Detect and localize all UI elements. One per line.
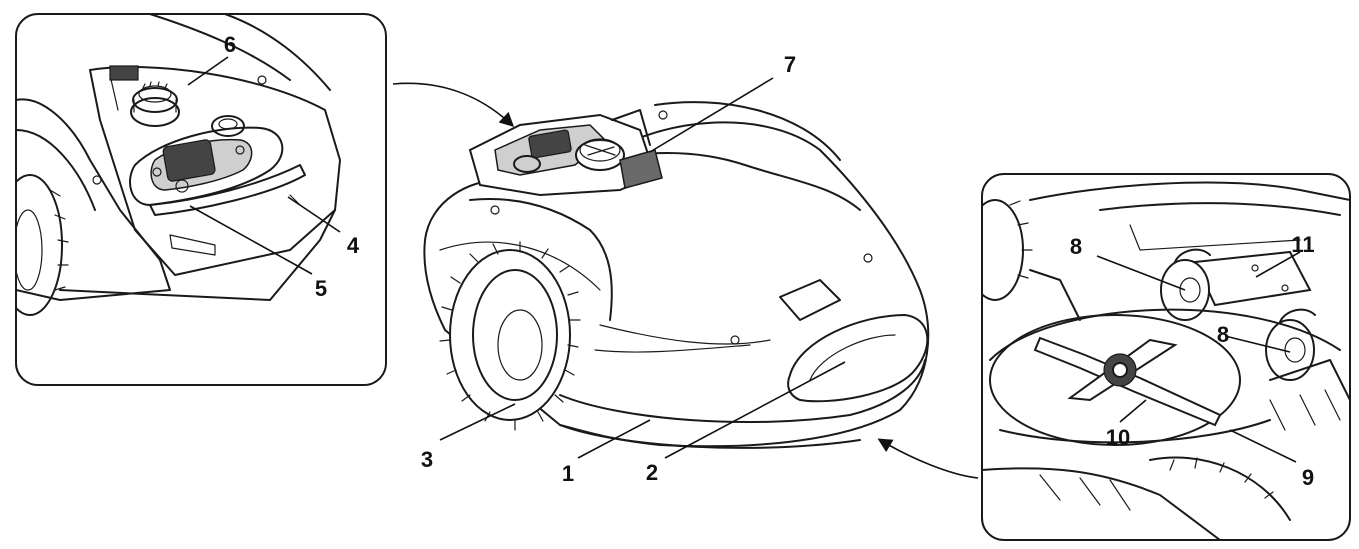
- rear-caster-wheel: [1265, 308, 1316, 381]
- callout-label-8-top: 8: [1070, 234, 1082, 259]
- callout-label-10: 10: [1106, 425, 1130, 450]
- callout-label-2: 2: [646, 460, 658, 485]
- control-panel-inset: 6 4 5: [15, 13, 387, 386]
- robotic-mower: 7 2 1 3: [421, 52, 930, 486]
- callout-label-3: 3: [421, 447, 433, 472]
- cutting-disc: [989, 308, 1341, 446]
- height-adjust-knob: [130, 81, 180, 127]
- callout-label-7: 7: [784, 52, 796, 77]
- underside-inset: 8 8 11 10 9: [981, 173, 1351, 541]
- arrow-to-mower-top: [392, 82, 515, 127]
- callout-label-11: 11: [1291, 232, 1314, 257]
- rear-wheel: [439, 241, 581, 431]
- callout-label-8-bottom: 8: [1217, 322, 1229, 347]
- callout-label-5: 5: [315, 276, 327, 301]
- wheel-partial: [16, 174, 69, 316]
- callout-label-4: 4: [347, 233, 360, 258]
- front-handle: [787, 313, 929, 403]
- callout-label-9: 9: [1302, 465, 1314, 490]
- callout-label-1: 1: [562, 461, 574, 486]
- control-panel: [129, 115, 284, 207]
- callout-label-6: 6: [224, 32, 236, 57]
- arrow-to-mower-bottom: [877, 438, 979, 479]
- control-hatch: [468, 109, 663, 197]
